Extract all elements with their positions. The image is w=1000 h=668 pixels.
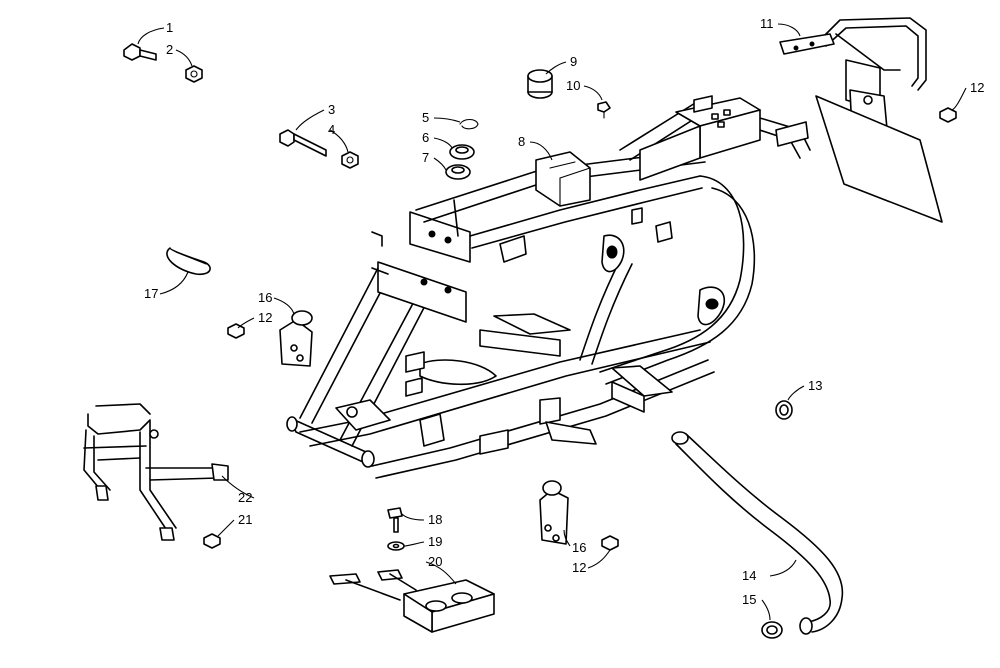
callout-10: 10 (566, 78, 580, 93)
front-bumper-part-22 (83, 403, 229, 541)
clamp-part-17 (166, 247, 211, 276)
callout-12-bottom: 12 (572, 560, 586, 575)
bolt-part-18 (387, 507, 403, 533)
screw-part-10 (597, 101, 611, 119)
callout-7: 7 (422, 150, 429, 165)
callout-21: 21 (238, 512, 252, 527)
callout-6: 6 (422, 130, 429, 145)
bracket-part-20 (329, 569, 495, 633)
nut-part-4 (341, 151, 359, 169)
screw-part-12-bottom (601, 535, 619, 551)
callout-14: 14 (742, 568, 756, 583)
mud-flap (815, 95, 943, 223)
callout-2: 2 (166, 42, 173, 57)
seal-part-13 (775, 400, 793, 420)
callout-16-left: 16 (258, 290, 272, 305)
callout-17: 17 (144, 286, 158, 301)
grommet-part-9 (527, 69, 553, 99)
callout-4: 4 (328, 122, 335, 137)
mount-part-16-bottom (539, 480, 569, 545)
screw-part-12-rear (939, 107, 957, 123)
callout-11: 11 (760, 16, 774, 31)
callout-labels: 1 2 3 4 5 6 7 8 9 10 11 12 17 16 12 22 2… (144, 16, 984, 607)
callout-12-left: 12 (258, 310, 272, 325)
callout-16-bottom: 16 (572, 540, 586, 555)
main-frame (286, 95, 811, 479)
snap-ring-part-5 (459, 118, 479, 130)
leader-lines (137, 23, 967, 621)
callout-15: 15 (742, 592, 756, 607)
bolt-part-1 (123, 43, 157, 61)
callout-1: 1 (166, 20, 173, 35)
hose-part-14 (671, 431, 844, 635)
callout-8: 8 (518, 134, 525, 149)
callout-13: 13 (808, 378, 822, 393)
bolt-part-3 (279, 129, 327, 157)
screw-part-21 (203, 533, 221, 549)
callout-18: 18 (428, 512, 442, 527)
callout-9: 9 (570, 54, 577, 69)
washer-part-19 (387, 541, 405, 551)
screw-part-12-left (227, 323, 245, 339)
bearing-part-6 (449, 144, 475, 160)
callout-22: 22 (238, 490, 252, 505)
callout-3: 3 (328, 102, 335, 117)
mount-part-16-left (279, 310, 313, 367)
callout-19: 19 (428, 534, 442, 549)
nut-part-2 (185, 65, 203, 83)
hose-clamp-part-15 (761, 621, 783, 639)
callout-12-rear: 12 (970, 80, 984, 95)
bearing-part-7 (445, 164, 471, 180)
callout-5: 5 (422, 110, 429, 125)
callout-20: 20 (428, 554, 442, 569)
